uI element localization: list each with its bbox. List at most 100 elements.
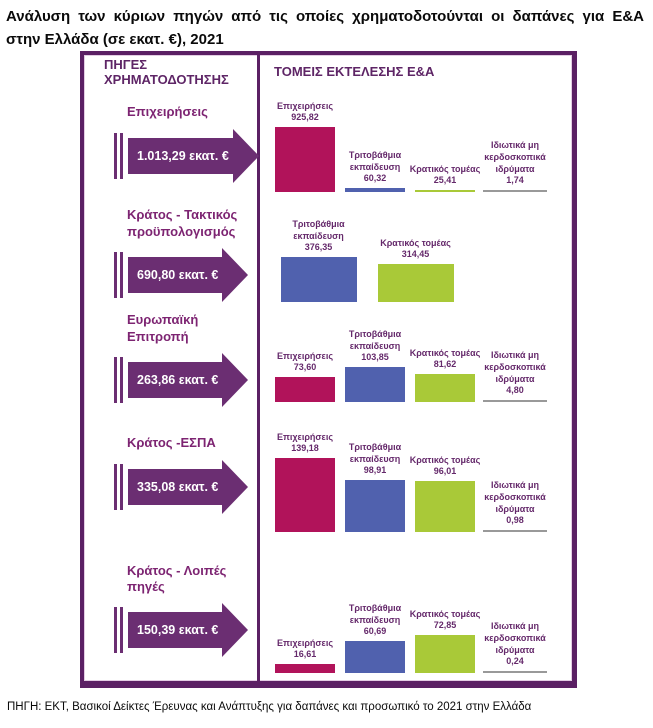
- sector-value: 16,61: [293, 649, 317, 660]
- sector-value: 96,01: [433, 466, 457, 477]
- arrow-amount-label: 150,39 εκατ. €: [128, 612, 223, 649]
- arrow-tail-stripe-icon: [120, 251, 123, 298]
- sector-value: 376,35: [304, 242, 333, 253]
- funding-source-label: Κράτος -ΕΣΠΑ: [127, 435, 216, 451]
- sector-value: 98,91: [363, 465, 387, 476]
- sector-bar: [345, 480, 405, 532]
- sector-value: 73,60: [293, 362, 317, 373]
- sector-name: Τριτοβάθμια εκπαίδευση: [348, 602, 402, 625]
- arrow-head-icon: [222, 603, 249, 658]
- sector-bar: [415, 481, 475, 532]
- funding-source-label: Ευρωπαϊκή Επιτροπή: [127, 312, 199, 344]
- arrow-tail-stripe-icon: [114, 132, 117, 179]
- funding-source-label: Κράτος - Τακτικός προϋπολογισμός: [127, 207, 238, 239]
- sector-value: 60,69: [363, 626, 387, 637]
- funding-arrow: 263,86 εκατ. €: [114, 352, 257, 408]
- sector-bar: [275, 664, 335, 673]
- sector-value: 0,98: [506, 515, 524, 526]
- sector-bar: [345, 188, 405, 192]
- sector-bar: [483, 530, 547, 532]
- arrow-tail-stripe-icon: [120, 607, 123, 654]
- sector-name: Επιχειρήσεις: [276, 637, 334, 648]
- sector-name: Τριτοβάθμια εκπαίδευση: [292, 218, 345, 241]
- sector-value: 925,82: [291, 112, 319, 123]
- arrow-head-icon: [222, 352, 249, 407]
- sector-name: Τριτοβάθμια εκπαίδευση: [348, 441, 402, 464]
- funding-source-row: Κράτος - Λοιπές πηγές 150,39 εκατ. €: [84, 540, 257, 681]
- arrow-amount-label: 335,08 εκατ. €: [128, 468, 223, 505]
- arrow-tail-stripe-icon: [120, 463, 123, 510]
- arrow-amount-label: 263,86 εκατ. €: [128, 361, 223, 398]
- sector-value: 139,18: [291, 443, 319, 454]
- sector-name: Κρατικός τομέας: [409, 454, 481, 465]
- sector-name: Επιχειρήσεις: [276, 350, 334, 361]
- sector-name: Επιχειρήσεις: [276, 100, 334, 111]
- sector-value: 1,74: [506, 175, 524, 186]
- sector-bar: [275, 377, 335, 402]
- arrow-tail-stripe-icon: [114, 463, 117, 510]
- figure-title: Ανάλυση των κύριων πηγών από τις οποίες …: [6, 5, 644, 52]
- funding-source-row: Ευρωπαϊκή Επιτροπή 263,86 εκατ. €: [84, 310, 257, 410]
- sector-name: Ιδιωτικά μη κερδοσκοπικά ιδρύματα: [484, 350, 546, 384]
- sector-value: 25,41: [433, 175, 457, 186]
- arrow-amount-label: 1.013,29 εκατ. €: [128, 137, 233, 174]
- arrow-tail-stripe-icon: [120, 132, 123, 179]
- sector-bar: [275, 127, 335, 192]
- arrow-tail-stripe-icon: [114, 607, 117, 654]
- sector-value: 0,24: [506, 656, 524, 667]
- sector-bar: [483, 190, 547, 192]
- sector-bar: [345, 367, 405, 402]
- funding-arrow: 1.013,29 εκατ. €: [114, 128, 259, 184]
- funding-source-row: Κράτος -ΕΣΠΑ 335,08 εκατ. €: [84, 410, 257, 540]
- figure-title-line2: στην Ελλάδα (σε εκατ. €), 2021: [6, 31, 224, 49]
- sector-name: Ιδιωτικά μη κερδοσκοπικά ιδρύματα: [484, 480, 546, 514]
- sector-name: Κρατικός τομέας: [380, 237, 451, 248]
- sector-value: 60,32: [363, 173, 387, 184]
- funding-source-label: Επιχειρήσεις: [127, 104, 208, 120]
- funding-source-label: Κράτος - Λοιπές πηγές: [127, 562, 227, 594]
- source-note: ΠΗΓΗ: ΕΚΤ, Βασικοί Δείκτες Έρευνας και Α…: [7, 701, 532, 713]
- sector-value: 314,45: [401, 249, 430, 260]
- funding-arrow: 150,39 εκατ. €: [114, 602, 257, 658]
- arrow-amount-label: 690,80 εκατ. €: [128, 256, 223, 293]
- sector-value: 103,85: [361, 352, 389, 363]
